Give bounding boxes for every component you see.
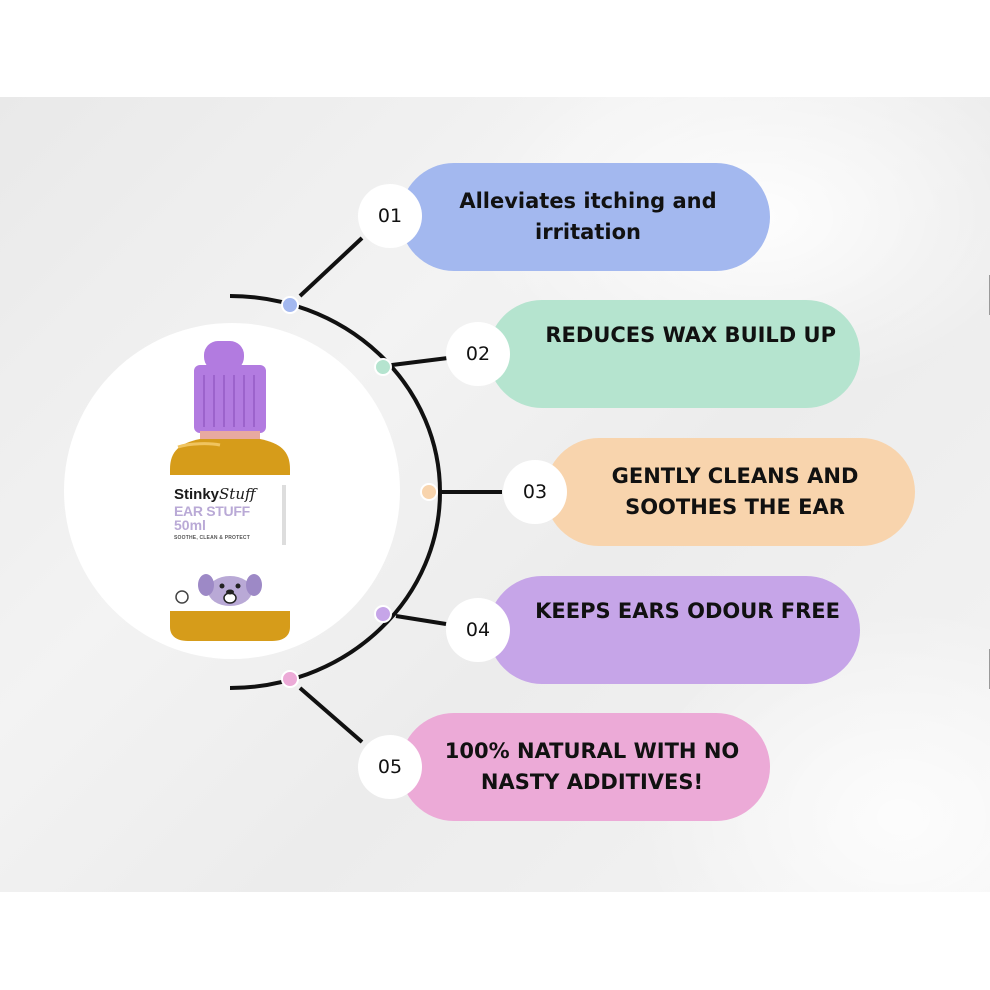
- number-badge-1: 01: [358, 184, 422, 248]
- number-badge-5: 05: [358, 735, 422, 799]
- benefit-text-5: 100% NATURAL WITH NO NASTY ADDITIVES!: [444, 739, 740, 794]
- benefit-pill-4: KEEPS EARS ODOUR FREE: [488, 576, 860, 684]
- benefit-pill-1: Alleviates itching and irritation: [400, 163, 770, 271]
- benefit-text-1: Alleviates itching and irritation: [459, 189, 717, 244]
- product-size: 50ml: [174, 517, 206, 533]
- benefit-text-4: KEEPS EARS ODOUR FREE: [535, 599, 840, 623]
- benefit-text-3: GENTLY CLEANS AND SOOTHES THE EAR: [611, 464, 859, 519]
- number-badge-3: 03: [503, 460, 567, 524]
- number-badge-4: 04: [446, 598, 510, 662]
- benefit-pill-2: REDUCES WAX BUILD UP: [488, 300, 860, 408]
- benefit-pill-3: GENTLY CLEANS AND SOOTHES THE EAR: [545, 438, 915, 546]
- number-badge-2: 02: [446, 322, 510, 386]
- product-name: EAR STUFF: [174, 503, 250, 519]
- brand-name-bold: Stinky: [174, 486, 220, 503]
- product-bottle-image: [160, 335, 300, 645]
- benefit-text-2: REDUCES WAX BUILD UP: [545, 323, 836, 347]
- brand-name-script: Stuff: [219, 485, 256, 503]
- benefit-pill-5: 100% NATURAL WITH NO NASTY ADDITIVES!: [400, 713, 770, 821]
- brand-logo: StinkyStuff: [174, 485, 256, 503]
- product-tagline: SOOTHE, CLEAN & PROTECT: [174, 535, 250, 541]
